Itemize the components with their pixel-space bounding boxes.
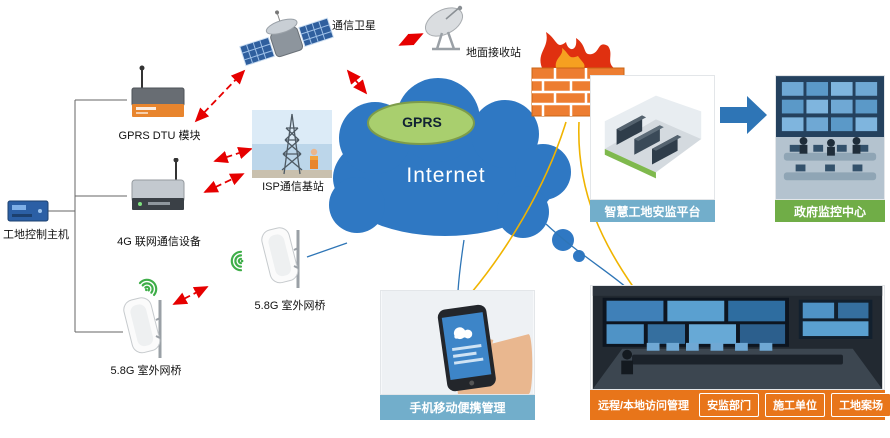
gov-center-caption: 政府监控中心	[775, 200, 885, 222]
outdoor-bridge-bottom-icon	[118, 292, 176, 371]
satellite-icon	[238, 2, 335, 81]
gov-center-panel: 政府监控中心	[775, 75, 885, 222]
access-button-safety-dept: 安监部门	[699, 393, 760, 417]
flow-arrow-icon	[720, 93, 770, 142]
host-wiring	[46, 99, 127, 333]
access-mgmt-bar: 远程/本地访问管理 安监部门 施工单位 工地案场	[590, 390, 890, 420]
safety-platform-caption: 智慧工地安监平台	[590, 200, 715, 222]
isp-station-photo	[252, 110, 332, 183]
mobile-mgmt-panel: 手机移动便携管理	[380, 290, 535, 420]
4g-device-icon	[126, 157, 190, 225]
outdoor-bridge-mid-icon	[256, 222, 314, 301]
control-room-image	[590, 285, 885, 390]
wifi-signal-icon	[228, 248, 254, 274]
wifi-signal-icon	[129, 271, 166, 308]
mobile-mgmt-caption: 手机移动便携管理	[380, 395, 535, 420]
access-button-site-field: 工地案场	[831, 393, 890, 417]
blue-links	[306, 223, 628, 292]
isp-station-label: ISP通信基站	[262, 181, 324, 193]
gprs-label: GPRS	[402, 114, 442, 130]
phone-in-hand-image	[380, 290, 535, 395]
ground-station-icon	[422, 5, 474, 58]
server-room-image	[590, 75, 715, 200]
site-host-icon	[6, 193, 50, 230]
gprs-ellipse	[367, 101, 475, 145]
safety-platform-panel: 智慧工地安监平台	[590, 75, 715, 222]
monitoring-room-image	[775, 75, 885, 200]
4g-device-label: 4G 联网通信设备	[117, 236, 201, 248]
ground-station-label: 地面接收站	[466, 47, 521, 59]
internet-label: Internet	[406, 164, 486, 187]
gprs-dtu-label: GPRS DTU 模块	[118, 130, 201, 142]
site-host-label: 工地控制主机	[3, 229, 69, 241]
radio-arrows	[172, 33, 424, 305]
access-button-construction-unit: 施工单位	[765, 393, 826, 417]
outdoor-bridge-mid-label: 5.8G 室外网桥	[254, 300, 326, 312]
gprs-dtu-icon	[126, 64, 190, 129]
outdoor-bridge-bottom-label: 5.8G 室外网桥	[110, 365, 182, 377]
access-mgmt-panel: 远程/本地访问管理 安监部门 施工单位 工地案场	[590, 285, 890, 420]
access-mgmt-caption: 远程/本地访问管理	[598, 400, 690, 412]
satellite-label: 通信卫星	[332, 20, 376, 32]
